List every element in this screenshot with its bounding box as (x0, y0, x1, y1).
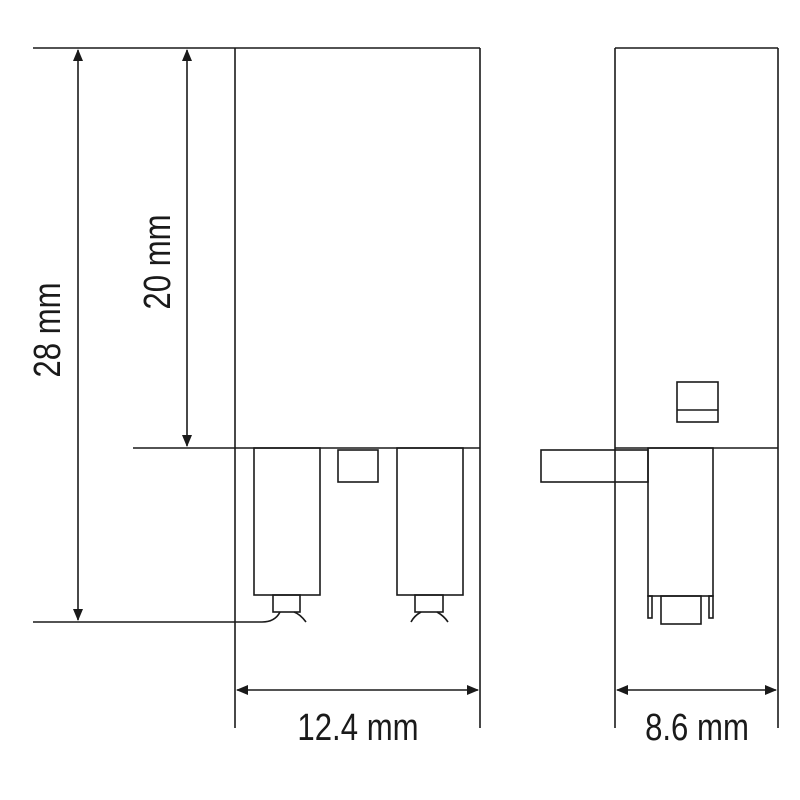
side-view (540, 47, 779, 728)
side-pin-body (647, 447, 714, 597)
right-pin-lead (410, 611, 449, 623)
pin-tip-extension-line (33, 611, 281, 623)
label-20mm: 20 mm (137, 214, 179, 309)
label-8-6mm: 8.6 mm (645, 707, 749, 749)
side-pin-leg-right (708, 595, 714, 619)
right-pin-body (396, 447, 464, 596)
right-pin-tip (414, 594, 444, 613)
led-window (676, 381, 719, 423)
side-tab (540, 449, 649, 483)
side-pin-leg-left (647, 595, 653, 619)
left-pin-tip (272, 594, 301, 613)
center-key-square (337, 449, 379, 483)
front-view (33, 47, 481, 728)
label-28mm: 28 mm (27, 282, 69, 377)
label-12-4mm: 12.4 mm (297, 707, 418, 749)
left-pin-body (253, 447, 321, 596)
side-pin-tip (660, 595, 702, 625)
left-pin-lead (293, 611, 307, 623)
